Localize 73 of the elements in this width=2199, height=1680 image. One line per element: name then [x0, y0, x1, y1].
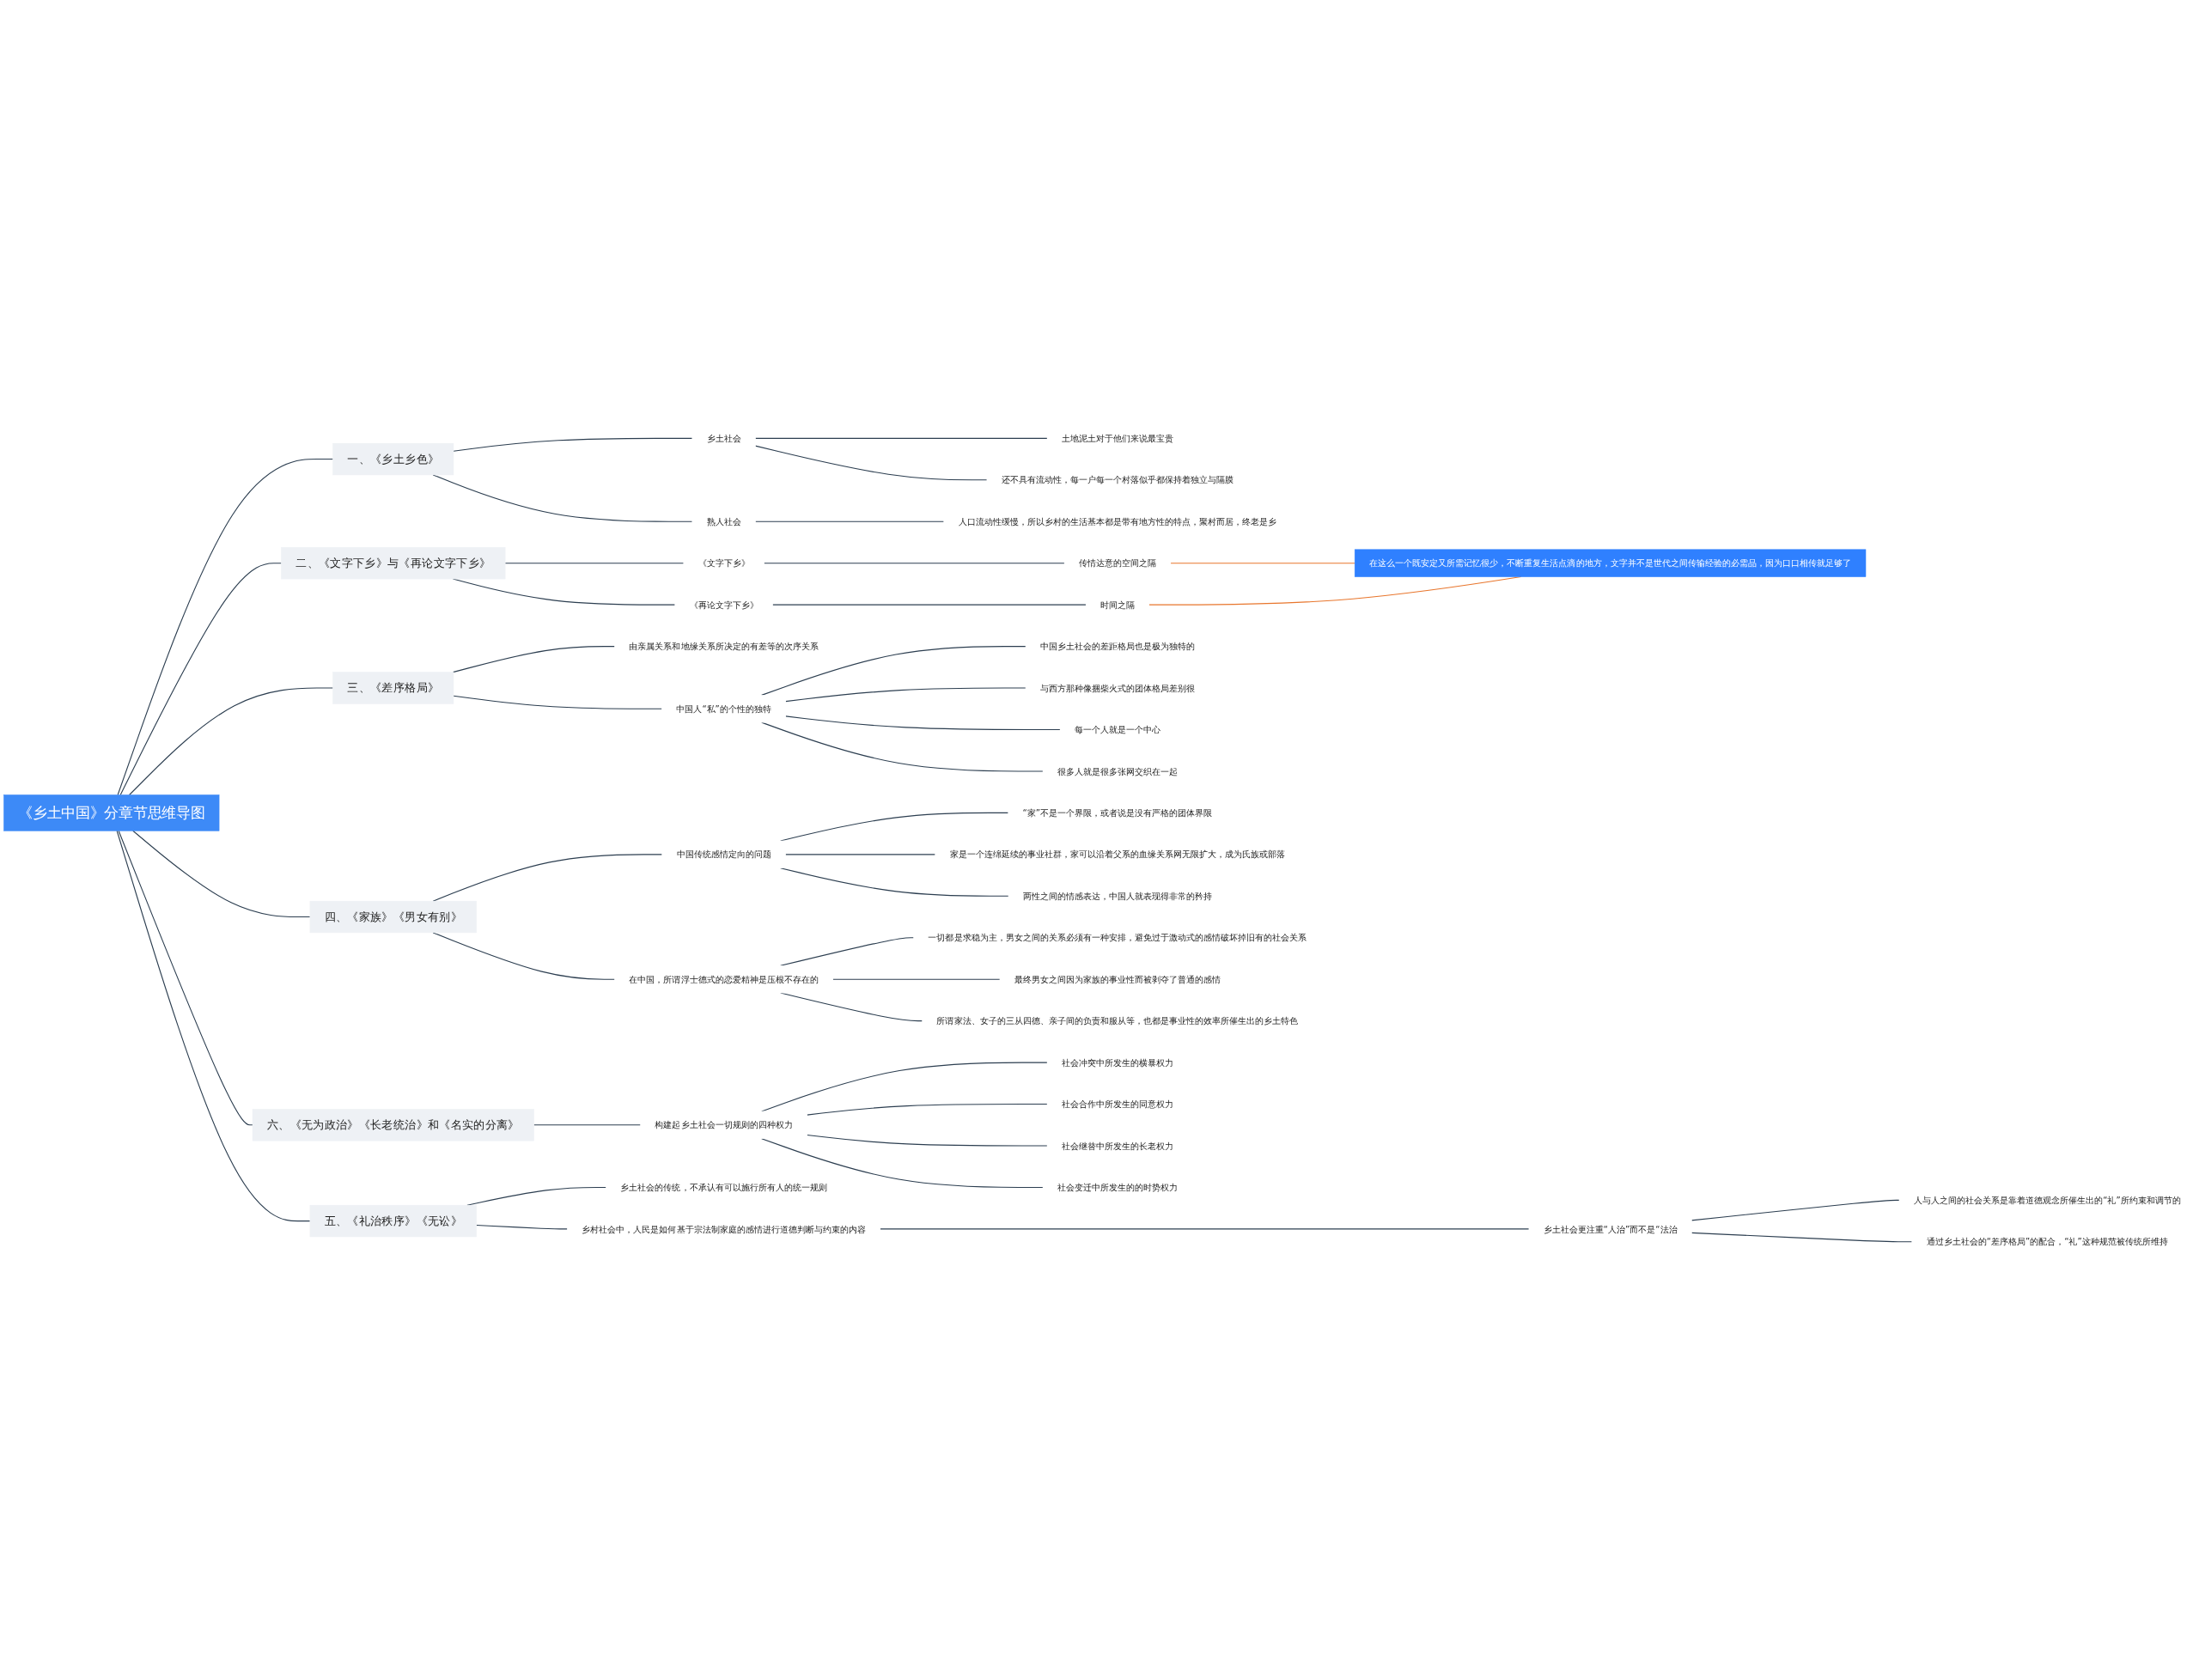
connector	[763, 563, 1065, 564]
node-box	[309, 1204, 477, 1238]
node-text: 乡村社会中，人民是如何基于宗法制家庭的感情进行道德判断与约束的内容	[582, 1223, 867, 1234]
connector	[1690, 1199, 1900, 1221]
connector	[761, 645, 1026, 696]
connector	[754, 520, 945, 522]
node-box	[281, 546, 506, 580]
node-text: 构建起乡土社会一切规则的四种权力	[655, 1119, 793, 1130]
node-text: 乡土社会更注重“人治”而不是“法治	[1543, 1223, 1678, 1234]
connector	[754, 445, 988, 481]
connector	[785, 687, 1026, 703]
node-text: 社会变迁中所发生的的时势权力	[1057, 1182, 1179, 1193]
node-text: 土地泥土对于他们来说最宝贵	[1061, 433, 1174, 444]
node-text: 人与人之间的社会关系是靠着道德观念所催生出的“礼”所约束和调节的	[1913, 1195, 2181, 1206]
node-box	[1354, 549, 1867, 577]
node-text: 时间之隔	[1100, 600, 1136, 610]
node-text: 一切都是求稳为主，男女之间的关系必须有一种安排，避免过于激动式的感情破坏掉旧有的社会关系	[928, 932, 1307, 943]
node-text: 最终男女之间因为家族的事业性而被剥夺了普通的感情	[1014, 974, 1221, 984]
connector	[1170, 563, 1355, 564]
node-text: 社会合作中所发生的同意权力	[1061, 1099, 1174, 1110]
connector	[118, 830, 253, 1126]
connector	[832, 978, 1001, 980]
node-text: 还不具有流动性，每一户每一个村落似乎都保持着独立与隔膜	[1001, 474, 1234, 485]
node-text: 两性之间的情感表达，中国人就表现得非常的矜持	[1022, 891, 1213, 902]
connector	[116, 830, 311, 1222]
connector	[453, 695, 663, 709]
connector	[771, 604, 1087, 606]
connector	[533, 1124, 642, 1126]
connector	[880, 1228, 1530, 1230]
node-text: 所谓家法、女子的三从四德、亲子间的负责和服从等，也都是事业性的效率所催生出的乡土特色	[936, 1015, 1299, 1026]
node-text: 人口流动性缓慢，所以乡村的生活基本都是带有地方性的特点，聚村而居，终老是乡	[958, 516, 1277, 527]
node-text: 在中国，所谓浮士德式的恋爱精神是压根不存在的	[629, 974, 819, 984]
node-text: 乡土社会的传统，不承认有可以施行所有人的统一规则	[620, 1182, 827, 1193]
node-text: 《再论文字下乡》	[689, 600, 758, 610]
node-box	[3, 794, 220, 831]
node-text: 社会冲突中所发生的横暴权力	[1061, 1057, 1174, 1068]
connector	[1690, 1232, 1913, 1243]
node-box	[309, 900, 477, 934]
node-text: 传情达意的空间之隔	[1078, 557, 1157, 569]
node-text: 乡土社会	[706, 433, 741, 444]
connector	[807, 1103, 1048, 1116]
connector	[119, 563, 283, 795]
connector	[785, 715, 1061, 730]
node-text: 每一个人就是一个中心	[1074, 724, 1161, 735]
node-text: 很多人就是很多张网交织在一起	[1057, 766, 1179, 776]
connector	[784, 854, 936, 855]
node-box	[252, 1109, 534, 1141]
node-text: 家是一个连绵延续的事业社群，家可以沿着父系的血缘关系网无限扩大，成为氏族或部落	[949, 849, 1286, 860]
node-text: 中国传统感情定向的问题	[676, 849, 771, 860]
node-box	[332, 442, 454, 476]
connector	[453, 437, 693, 452]
node-text: 熟人社会	[706, 516, 741, 527]
connector	[432, 854, 663, 902]
connector	[452, 645, 616, 673]
connector	[132, 830, 311, 917]
node-text: 由亲属关系和地缘关系所决定的有差等的次序关系	[629, 641, 819, 652]
connector	[117, 458, 334, 795]
connector	[432, 474, 693, 522]
node-text: 通过乡土社会的“差序格局”的配合，“礼”这种规范被传统所维持	[1926, 1236, 2168, 1247]
connector	[504, 563, 685, 564]
node-text: 中国人“私”的个性的独特	[676, 703, 771, 715]
connector	[761, 1138, 1044, 1188]
node-text: “家”不是一个界限，或者说是没有严格的团体界限	[1022, 807, 1213, 819]
node-text: 社会继替中所发生的长老权力	[1061, 1141, 1174, 1151]
connector	[129, 687, 334, 795]
connector	[432, 932, 616, 980]
connector	[807, 1134, 1048, 1147]
node-text: 《文字下乡》	[697, 557, 750, 569]
node-text: 中国乡土社会的差距格局也是极为独特的	[1039, 641, 1196, 652]
node-box	[332, 672, 454, 704]
node-text: 与西方那种像捆柴火式的团体格局差别很	[1039, 683, 1196, 693]
connector	[476, 1224, 569, 1230]
connector	[754, 437, 1048, 439]
